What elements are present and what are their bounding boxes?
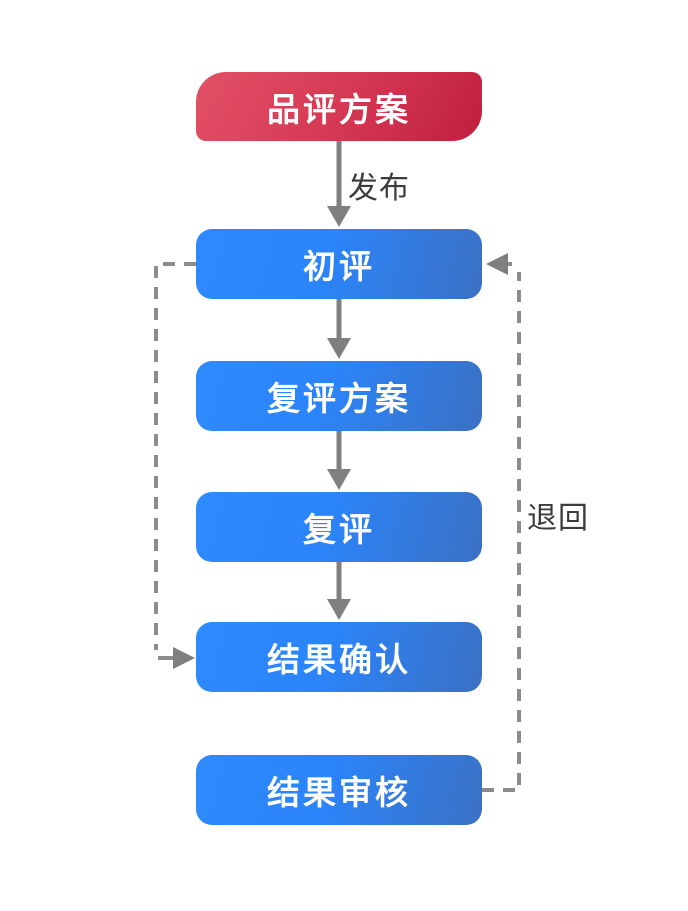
node-re-evaluation-plan: 复评方案: [196, 361, 482, 431]
edge-dashed-return: [482, 253, 521, 792]
node-re-evaluation: 复评: [196, 492, 482, 562]
edge-arrow-fupingfangan-fuping: [327, 431, 351, 490]
edge-arrow-fuping-jieguoqueren: [327, 562, 351, 620]
node-evaluation-plan: 品评方案: [196, 72, 482, 141]
node-result-confirmation: 结果确认: [196, 622, 482, 692]
edge-label-return: 退回: [527, 502, 589, 535]
edge-dashed-left: [154, 262, 196, 669]
edge-arrow-chuping-fupingfangan: [327, 299, 351, 359]
edge-label-publish: 发布: [348, 172, 410, 205]
node-result-review: 结果审核: [196, 755, 482, 825]
node-initial-evaluation: 初评: [196, 229, 482, 299]
